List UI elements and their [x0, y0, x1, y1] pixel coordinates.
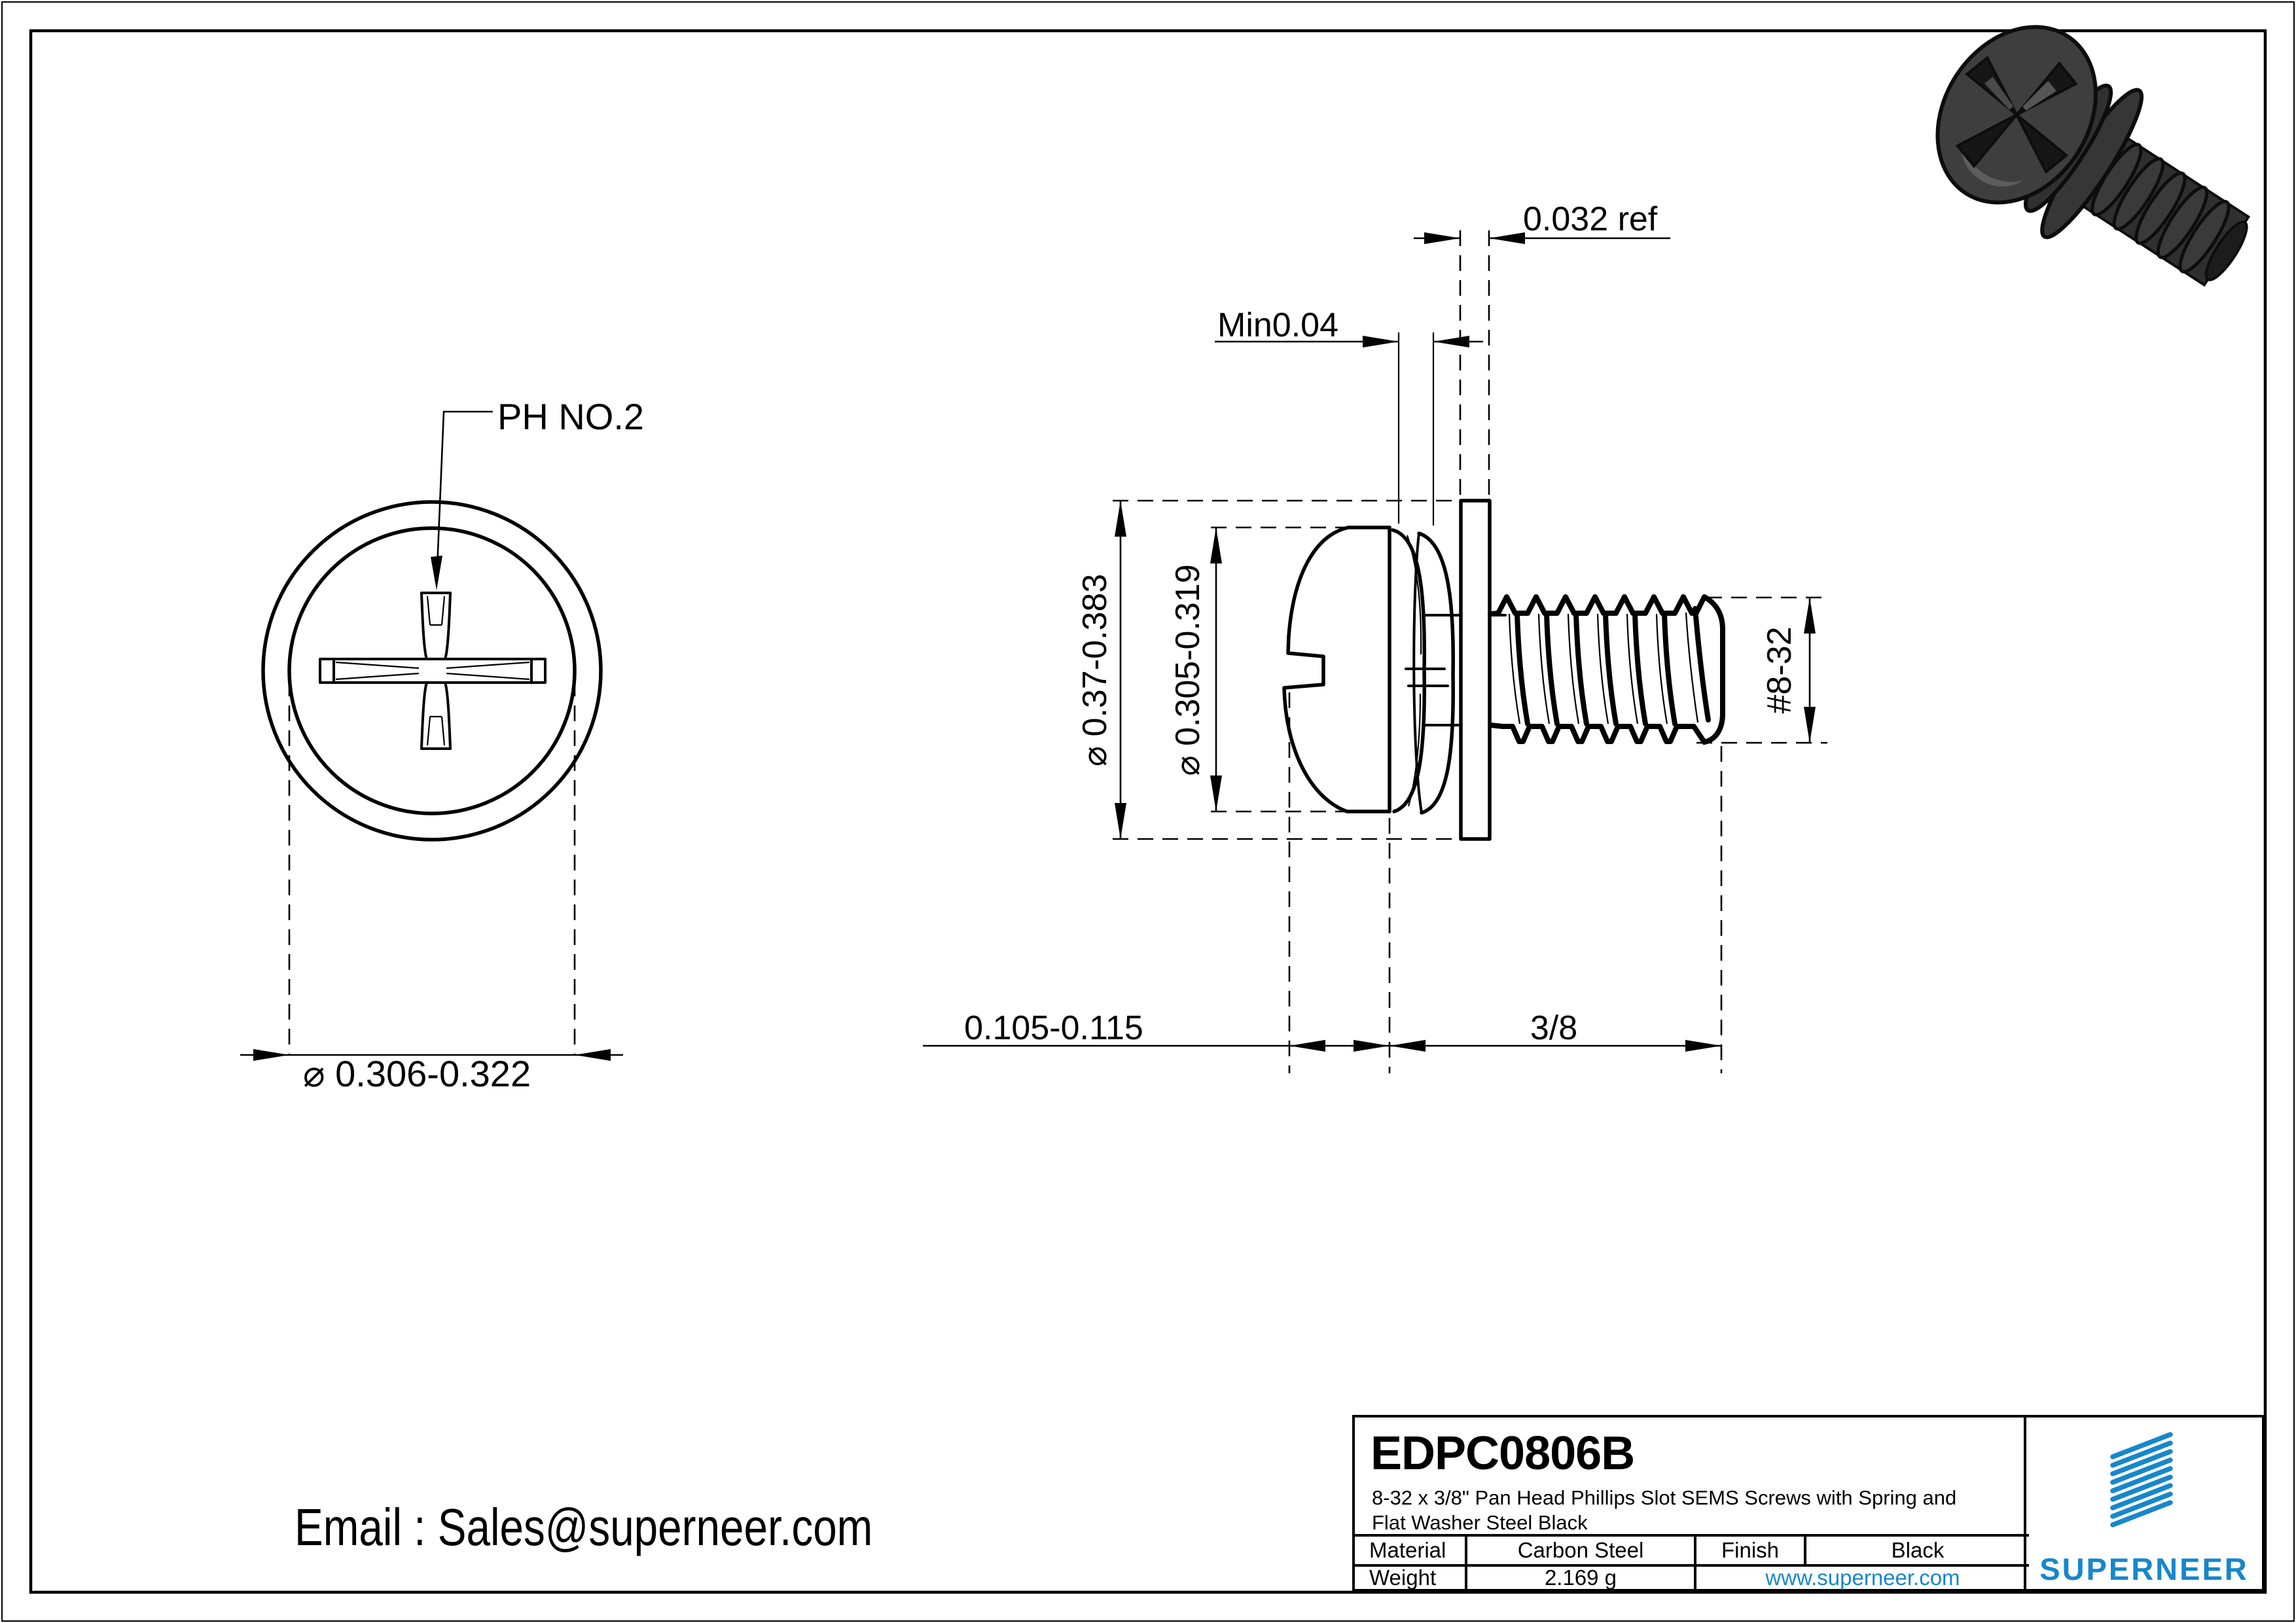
thread-ridge	[2178, 200, 2231, 274]
thread-tip	[2204, 221, 2248, 281]
cross-arm-sides	[420, 592, 452, 750]
recess-wing	[2015, 113, 2069, 174]
dim-arrow-right	[575, 1049, 611, 1061]
dim-arrow-bottom	[1210, 776, 1222, 812]
finish-value: Black	[1804, 1534, 2029, 1564]
flat-washer-circle	[261, 500, 603, 842]
spring-washer	[1391, 528, 1455, 815]
head-height-text: 0.105-0.115	[964, 1009, 1143, 1047]
recess-bevel	[1984, 77, 2014, 110]
dim-arrow-left	[1424, 232, 1460, 244]
description-line2: Flat Washer Steel Black	[1372, 1511, 1588, 1534]
extension-lines	[1696, 596, 1827, 744]
drive-label: PH NO.2	[497, 396, 644, 437]
thread-flank-lines	[1508, 612, 1699, 724]
extension-lines	[288, 681, 576, 1055]
thread-ridge	[2134, 171, 2187, 245]
thread-length-arrow-left	[1390, 1040, 1426, 1052]
spring-thickness-dim: Min0.04	[1215, 306, 1483, 526]
thread-ridge	[2156, 185, 2209, 259]
description-line1: 8-32 x 3/8" Pan Head Phillips Slot SEMS …	[1372, 1486, 1957, 1509]
spring-split-gap	[1405, 668, 1449, 687]
spring-thickness-text: Min0.04	[1217, 306, 1338, 344]
dim-arrow-top	[1804, 597, 1816, 633]
spring-leaf2-outer	[1417, 531, 1455, 815]
bottom-dims: 0.105-0.115 3/8	[923, 692, 1723, 1073]
email-contact: Email : Sales@superneer.com	[295, 1498, 873, 1556]
head-diameter-text: ⌀ 0.306-0.322	[303, 1053, 531, 1094]
leader-arrow	[431, 556, 442, 590]
front-view: PH NO.2 ⌀ 0.306-0.322	[240, 396, 644, 1094]
dim-arrow-left	[1363, 336, 1399, 348]
thread-ridge	[2112, 157, 2165, 231]
material-value: Carbon Steel	[1465, 1534, 1694, 1564]
recess-wing	[1955, 113, 2018, 168]
pan-head-profile	[1282, 526, 1391, 813]
thread-spec-text: #8-32	[1761, 627, 1799, 714]
spring-od-text: ⌀ 0.305-0.319	[1169, 564, 1207, 776]
dim-arrow-top	[1115, 501, 1126, 537]
dim-arrow-right	[1489, 232, 1525, 244]
superneer-logo-icon	[2110, 1432, 2173, 1527]
spring-leaf1-outer	[1391, 528, 1426, 813]
shank-lines	[1424, 614, 1507, 726]
slot-end-bevels	[332, 658, 533, 684]
brand-name: SUPERNEER	[2039, 1552, 2249, 1586]
website-link[interactable]: www.superneer.com	[1694, 1564, 2029, 1590]
material-label: Material	[1355, 1534, 1465, 1564]
logo-cell: SUPERNEER	[2024, 1418, 2262, 1589]
extension-lines	[1397, 332, 1435, 526]
phillips-recess-3d	[1955, 56, 2078, 174]
slot-outline	[319, 658, 547, 684]
spring-leaf1-inner	[1406, 535, 1422, 807]
head-height-arrow-left	[1289, 1040, 1325, 1052]
recess-bevel	[2022, 80, 2056, 111]
part-description: 8-32 x 3/8" Pan Head Phillips Slot SEMS …	[1372, 1486, 1956, 1535]
finish-label: Finish	[1694, 1534, 1804, 1564]
pan-head-circle	[287, 526, 577, 815]
screw-3d-render	[1935, 25, 2251, 287]
extension-lines	[1459, 230, 1490, 501]
dim-arrow-right	[1433, 336, 1469, 348]
spring-od-dim: ⌀ 0.305-0.319	[1169, 526, 1350, 813]
thread-helix-bands	[1515, 606, 1711, 726]
drive-callout: PH NO.2	[431, 396, 644, 590]
leader-line	[436, 410, 493, 569]
thread-silhouette	[1488, 594, 1725, 745]
extension-lines	[1113, 499, 1461, 840]
thread-length-text: 3/8	[1530, 1009, 1577, 1047]
title-block: SUPERNEER EDPC0806B 8-32 x 3/8" Pan Head…	[1352, 1415, 2265, 1592]
slot-taper-lines	[335, 661, 530, 681]
flat-washer-od-dim: ⌀ 0.37-0.383	[1076, 499, 1461, 840]
weight-value: 2.169 g	[1465, 1564, 1694, 1590]
cross-arm-caps	[420, 592, 452, 750]
weight-label: Weight	[1355, 1564, 1465, 1590]
dim-arrow-bottom	[1115, 803, 1126, 839]
head-highlight	[1961, 141, 2022, 187]
flat-washer-profile	[1459, 499, 1492, 841]
dim-arrow-bottom	[1804, 707, 1816, 743]
head-height-arrow-right	[1354, 1040, 1390, 1052]
flat-washer-thickness-text: 0.032 ref	[1523, 200, 1658, 238]
thread-length-arrow-right	[1685, 1040, 1721, 1052]
flat-washer-thickness-dim: 0.032 ref	[1414, 200, 1670, 501]
head-diameter-dim: ⌀ 0.306-0.322	[240, 681, 623, 1094]
extension-lines	[1288, 692, 1723, 1073]
inner-border	[29, 29, 2267, 1594]
flat-washer-od-text: ⌀ 0.37-0.383	[1076, 574, 1114, 766]
phillips-cross	[420, 592, 452, 750]
thread-ridges	[2090, 143, 2231, 274]
dim-arrow-top	[1210, 527, 1222, 563]
extension-lines	[1211, 526, 1350, 813]
slot-drive	[319, 658, 547, 684]
part-number: EDPC0806B	[1371, 1427, 1635, 1480]
thread-spec-dim: #8-32	[1696, 596, 1827, 744]
dim-arrow-left	[253, 1049, 289, 1061]
cross-arm-bevels	[426, 596, 446, 746]
side-view: 0.032 ref Min0.04 ⌀ 0.37-0.383	[923, 200, 1827, 1073]
logo-stripes	[2110, 1432, 2173, 1527]
